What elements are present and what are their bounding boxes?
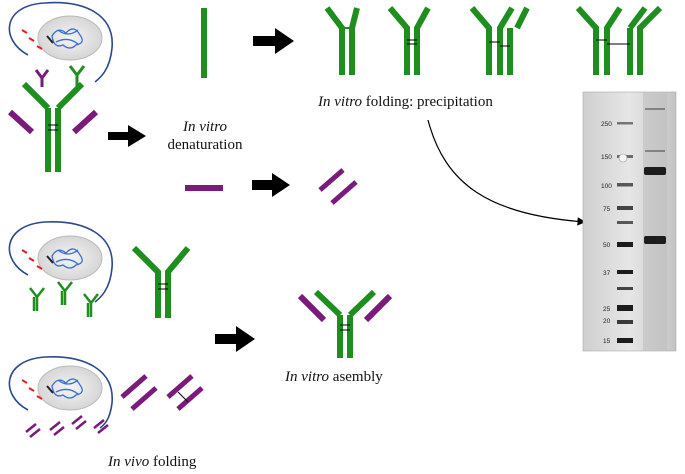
caption-denaturation: In vitro denaturation — [160, 118, 250, 154]
cell-light-chain-expression — [8, 356, 113, 438]
marker-150: 150 — [601, 154, 612, 161]
caption-folding-italic: In vitro — [318, 94, 363, 110]
sds-page-gel: 250 150 100 75 50 37 25 20 15 — [582, 91, 677, 352]
marker-25: 25 — [603, 306, 611, 313]
marker-250: 250 — [601, 121, 612, 128]
caption-assembly-rest: asembly — [329, 369, 383, 385]
arrow-denaturation — [108, 125, 146, 147]
gel-ladder-labels: 250 150 100 75 50 37 25 20 15 — [601, 121, 612, 345]
caption-denaturation-rest: denaturation — [167, 137, 243, 153]
caption-in-vivo-rest: folding — [149, 454, 197, 470]
cell-heavy-chain-expression — [8, 221, 113, 317]
assembled-antibody — [297, 289, 393, 358]
caption-in-vivo: In vivo folding — [108, 453, 196, 471]
marker-15: 15 — [603, 338, 611, 345]
caption-in-vivo-italic: In vivo — [108, 454, 150, 470]
caption-folding-precipitation: In vitro folding: precipitation — [318, 93, 493, 111]
caption-assembly-italic: In vitro — [285, 369, 330, 385]
caption-assembly: In vitro asembly — [285, 368, 383, 386]
marker-100: 100 — [601, 183, 612, 190]
heavy-chain-aggregates — [324, 5, 663, 75]
caption-folding-rest: folding: precipitation — [362, 94, 493, 110]
heavy-chain-dimer — [131, 245, 191, 318]
marker-50: 50 — [603, 242, 611, 249]
marker-20: 20 — [603, 318, 611, 325]
light-chain-pairs-bottom — [120, 374, 204, 411]
arrow-folding — [253, 28, 294, 54]
cell-secreting-antibody — [8, 1, 113, 87]
full-antibody-left — [7, 81, 99, 172]
arrow-light-chain — [252, 173, 290, 197]
light-chain-pair — [318, 168, 358, 205]
marker-37: 37 — [603, 270, 611, 277]
arrow-to-gel — [427, 119, 586, 226]
marker-75: 75 — [603, 206, 611, 213]
caption-denaturation-italic: In vitro — [182, 119, 228, 135]
arrow-assembly — [215, 326, 255, 352]
